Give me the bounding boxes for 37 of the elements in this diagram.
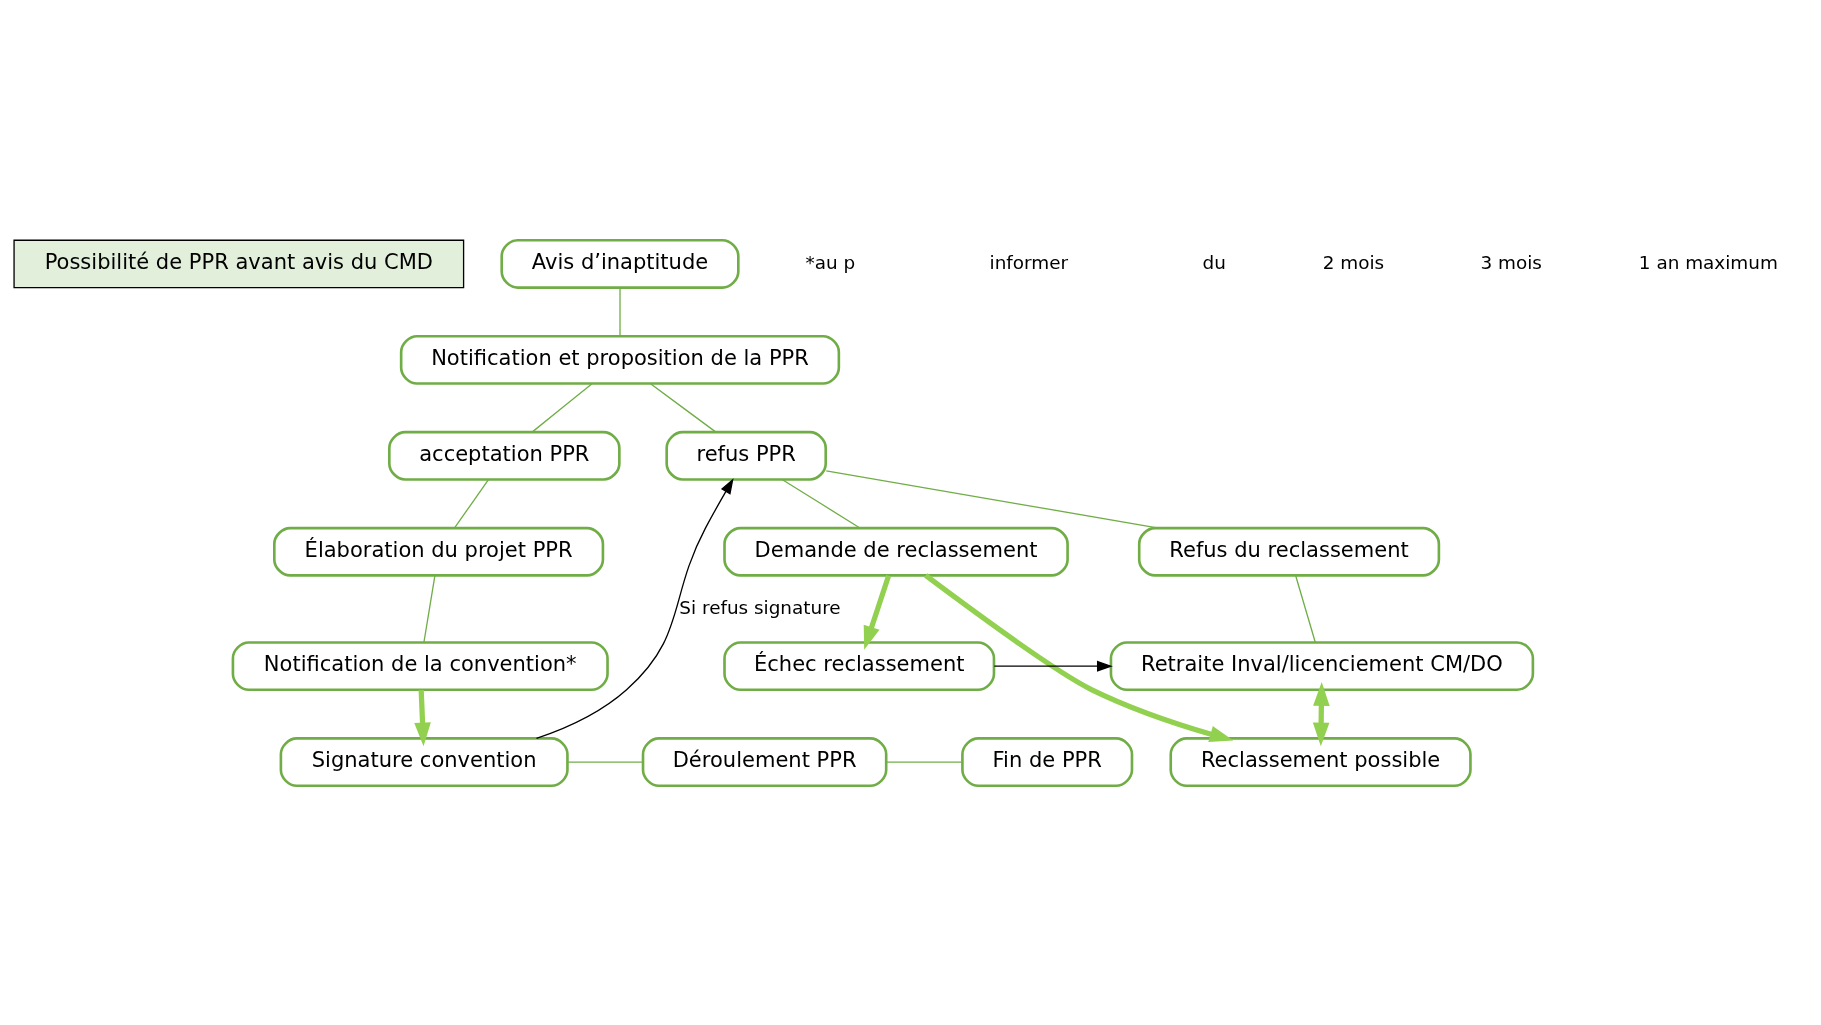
node-box: Échec reclassement [723,640,996,691]
connector [885,760,963,763]
node-box: Avis d’inaptitude [500,238,740,289]
node-box: Refus du reclassement [1137,526,1441,577]
label: *au p [805,251,856,273]
arrow [924,572,1234,742]
connector [1295,574,1316,643]
connector [566,760,644,763]
label: 3 mois [1480,251,1542,273]
connector [531,382,593,433]
node-box: Retraite Inval/licenciement CM/DO [1109,640,1535,691]
connector [619,286,621,337]
connector [453,478,490,529]
node-box: Élaboration du projet PPR [273,526,605,577]
node-box: Notification et proposition de la PPR [399,334,841,385]
connector [649,382,717,433]
arrow [414,689,431,746]
arrow [1312,681,1330,746]
node-box: Reclassement possible [1169,736,1472,787]
connector [781,478,861,529]
node-box: Déroulement PPR [641,736,888,787]
node-box: Possibilité de PPR avant avis du CMD [13,239,465,288]
connector [423,574,436,643]
node-box: Signature convention [279,736,569,787]
node-box: Demande de reclassement [723,526,1069,577]
arrow [863,574,892,650]
label: informer [989,251,1069,273]
node-box: Fin de PPR [961,736,1134,787]
arrow [993,660,1113,672]
label: 1 an maximum [1638,251,1778,273]
edge-label: Si refus signature [679,596,841,618]
node-box: Notification de la convention* [231,640,609,691]
arrow [535,477,734,739]
node-box: acceptation PPR [388,430,621,481]
node-box: refus PPR [665,430,828,481]
label: 2 mois [1322,251,1385,273]
label: du [1202,251,1226,273]
